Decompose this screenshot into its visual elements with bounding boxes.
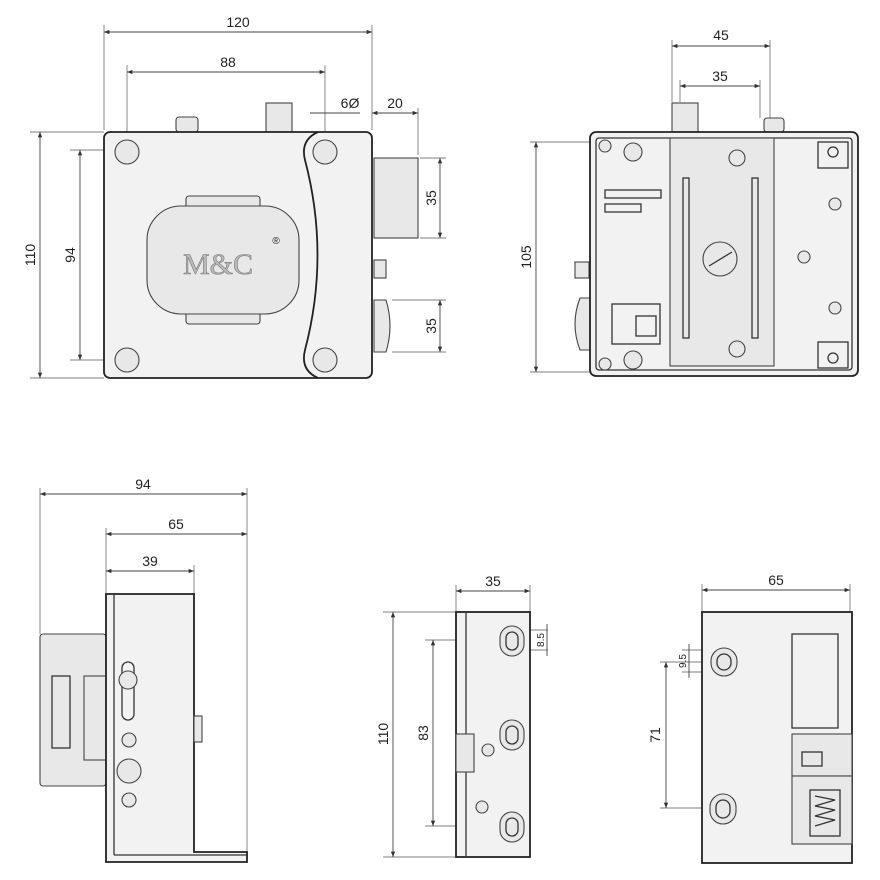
back-top-bolt xyxy=(671,102,699,133)
screw-icon xyxy=(728,340,746,358)
slot-icon xyxy=(499,811,525,843)
back-view: 45 35 105 xyxy=(518,27,859,377)
screw-hole-icon xyxy=(114,139,140,165)
screw-icon xyxy=(828,197,842,211)
dim-label-88: 88 xyxy=(220,54,236,70)
dim-label-39: 39 xyxy=(142,553,158,569)
front-latch-bolt xyxy=(373,299,391,353)
front-cover-edge xyxy=(303,131,319,379)
cam-icon xyxy=(116,758,142,784)
registered-mark: ® xyxy=(272,236,280,247)
screw-icon xyxy=(118,670,138,690)
strike-plate-view: 35 110 83 8.5 xyxy=(375,573,548,858)
screw-icon xyxy=(121,732,137,748)
dim-label-120: 120 xyxy=(226,14,250,30)
back-latch-bolt xyxy=(574,297,591,351)
dim-label-20: 20 xyxy=(387,95,403,111)
slot-icon xyxy=(499,625,525,657)
dim-label-35-strike: 35 xyxy=(485,573,501,589)
side-strike-tab xyxy=(193,715,203,743)
front-top-bolt xyxy=(265,102,293,133)
side-knob-stem xyxy=(83,675,109,761)
dim-label-diameter: 6Ø xyxy=(341,95,360,111)
screw-hole-icon xyxy=(312,139,338,165)
front-dead-bolt xyxy=(373,157,419,239)
slot-icon xyxy=(710,647,738,677)
knob-plate xyxy=(146,205,300,315)
dim-label-65-side: 65 xyxy=(168,516,184,532)
front-view: 120 88 6Ø 20 110 94 35 35 M&C ® xyxy=(22,14,446,379)
dim-label-110: 110 xyxy=(22,244,38,267)
screw-icon xyxy=(481,743,495,757)
dim-label-94-side: 94 xyxy=(135,476,151,492)
back-top-button xyxy=(763,117,785,133)
dim-label-110-strike: 110 xyxy=(375,723,391,746)
screw-icon xyxy=(728,149,746,167)
side-lock-case xyxy=(105,593,248,863)
screw-hole-icon xyxy=(312,347,338,373)
screw-icon xyxy=(475,800,489,814)
screw-hole-icon xyxy=(623,142,643,162)
screw-icon xyxy=(797,250,811,264)
dim-label-9-5: 9.5 xyxy=(678,654,689,668)
screw-icon xyxy=(598,357,612,371)
dim-label-35-back: 35 xyxy=(712,68,728,84)
screw-hole-icon xyxy=(114,347,140,373)
back-switch xyxy=(611,303,661,345)
dim-label-65-keeper: 65 xyxy=(768,572,784,588)
dim-label-35-lower: 35 xyxy=(423,318,439,334)
dim-label-105: 105 xyxy=(518,245,534,269)
strike-tab xyxy=(455,733,475,773)
back-small-pin xyxy=(574,261,590,279)
keeper-spring-housing xyxy=(791,775,853,845)
back-slide-plate xyxy=(669,137,775,367)
slot-icon xyxy=(499,719,525,751)
side-view: 94 65 39 xyxy=(39,476,248,863)
dim-label-45: 45 xyxy=(713,27,729,43)
dim-label-8-5: 8.5 xyxy=(536,633,547,647)
dim-label-94: 94 xyxy=(62,247,78,263)
keeper-view: 65 71 9.5 xyxy=(647,572,853,864)
slot-icon xyxy=(709,793,737,825)
front-top-button xyxy=(175,116,199,133)
dim-label-71: 71 xyxy=(647,727,663,743)
screw-icon xyxy=(598,139,612,153)
dim-label-35-upper: 35 xyxy=(423,190,439,206)
dim-label-83: 83 xyxy=(415,725,431,741)
screw-icon xyxy=(828,301,842,315)
screw-hole-icon xyxy=(623,350,643,370)
front-small-pin xyxy=(373,259,387,279)
brand-logo: M&C xyxy=(183,248,253,281)
screw-icon xyxy=(121,792,137,808)
